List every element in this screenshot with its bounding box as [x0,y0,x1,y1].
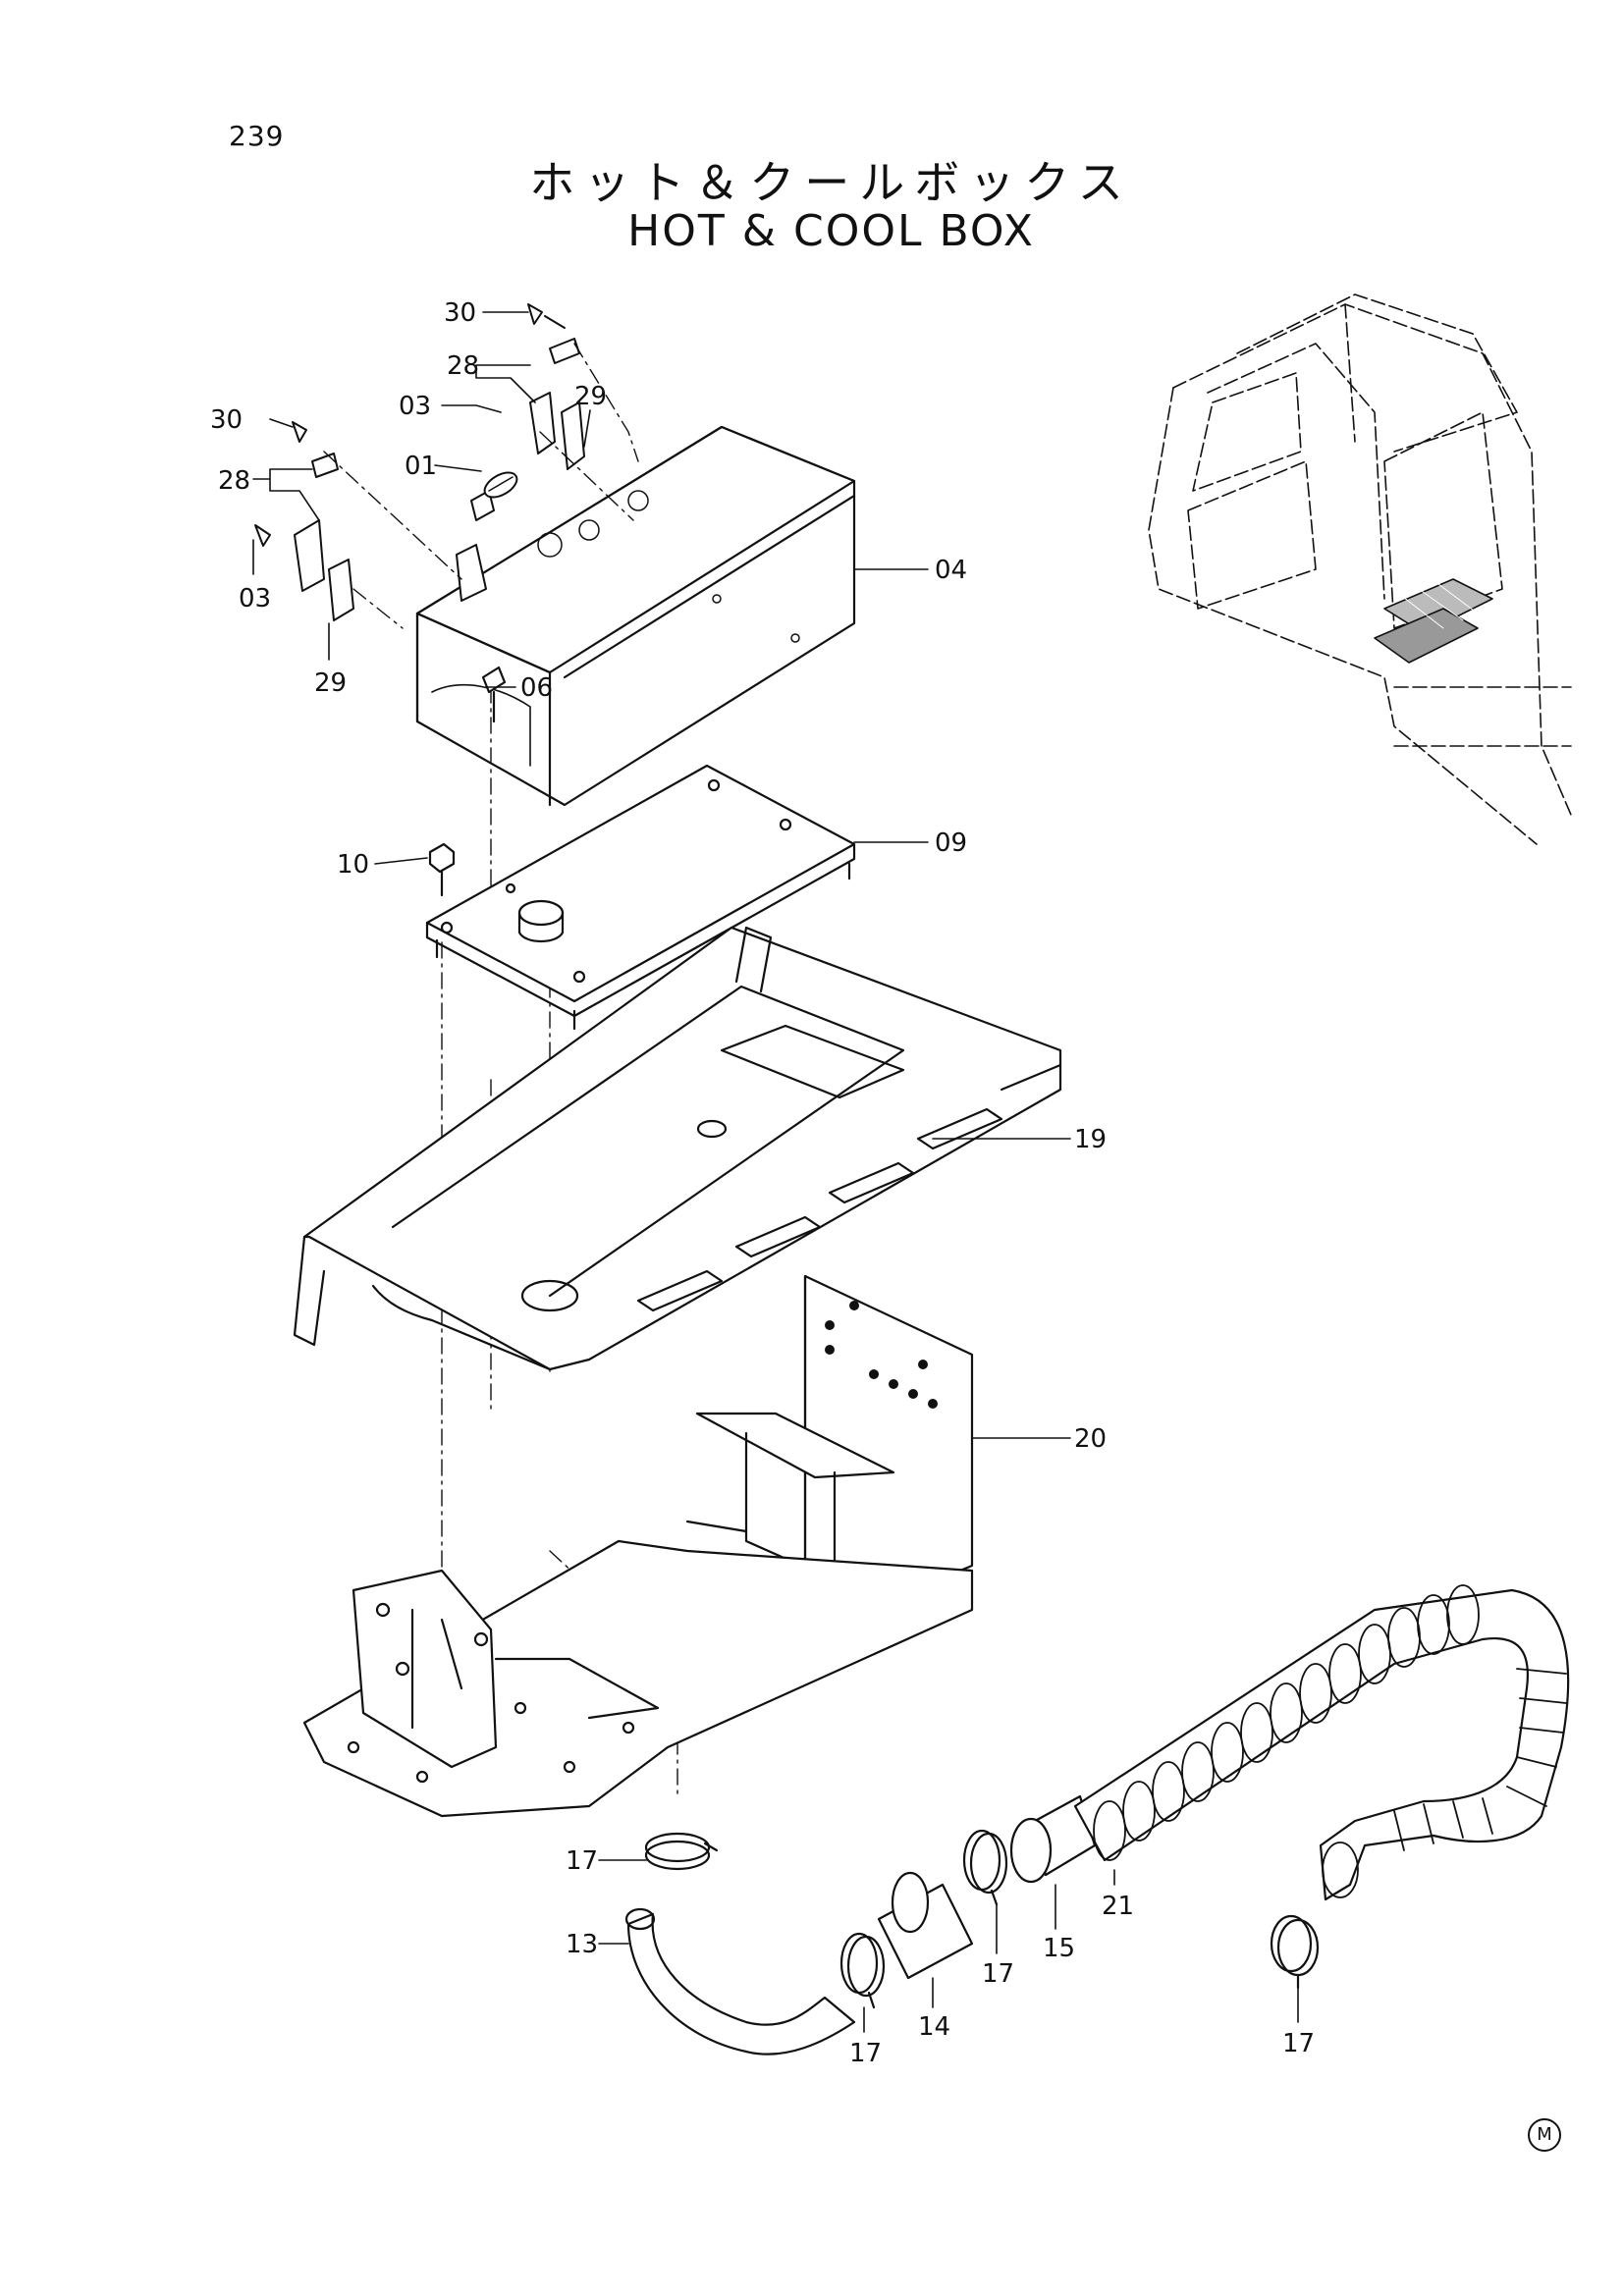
latch-parts [254,303,585,621]
page-number: 239 [229,120,285,152]
callout-03: 03 [399,392,431,421]
bolt-10 [428,842,456,897]
callout-03: 03 [239,584,271,614]
clamp-17-d [1270,1914,1320,1990]
leader-lines [252,311,1299,2033]
title-japanese: ホット＆クールボックス [529,156,1133,209]
callout-04: 04 [935,556,967,585]
clamp-17-top [644,1832,719,1871]
clamp-17-c [962,1829,1008,1906]
cab-box-location [1374,578,1493,664]
callout-06: 06 [520,673,553,703]
callout-17: 17 [1282,2029,1315,2058]
cab-illustration [1148,294,1572,845]
base-plate [302,1539,974,1818]
callout-09: 09 [935,828,967,858]
box-body-04 [415,425,856,807]
callout-13: 13 [566,1930,598,1959]
console-tray-19 [293,926,1062,1371]
callout-30: 30 [444,298,476,328]
adapter-15 [1009,1794,1097,1884]
callout-17: 17 [982,1959,1014,1989]
callout-29: 29 [574,382,607,411]
callout-17: 17 [849,2039,882,2068]
callout-15: 15 [1043,1934,1075,1963]
title-english: HOT & COOL BOX [627,206,1035,256]
callout-20: 20 [1074,1424,1107,1454]
callout-19: 19 [1074,1125,1107,1154]
callout-28: 28 [447,351,479,381]
manufacturer-mark: M [1528,2118,1561,2152]
elbow-hose-13 [624,1907,856,2056]
callout-01: 01 [405,452,437,481]
connector-pipe-14 [877,1871,974,1980]
clamp-17-b [839,1932,886,2009]
callout-10: 10 [337,850,369,880]
bracket-20 [685,1274,974,1612]
callout-17: 17 [566,1846,598,1876]
flex-duct-21 [1073,1584,1570,1901]
callout-29: 29 [314,668,347,698]
plate-09 [425,764,856,1031]
callouts: 30 28 03 29 30 28 03 29 01 04 06 09 10 1… [210,298,1315,2068]
callout-14: 14 [918,2012,950,2042]
callout-30: 30 [210,405,243,435]
callout-28: 28 [218,466,250,496]
callout-21: 21 [1102,1892,1134,1921]
